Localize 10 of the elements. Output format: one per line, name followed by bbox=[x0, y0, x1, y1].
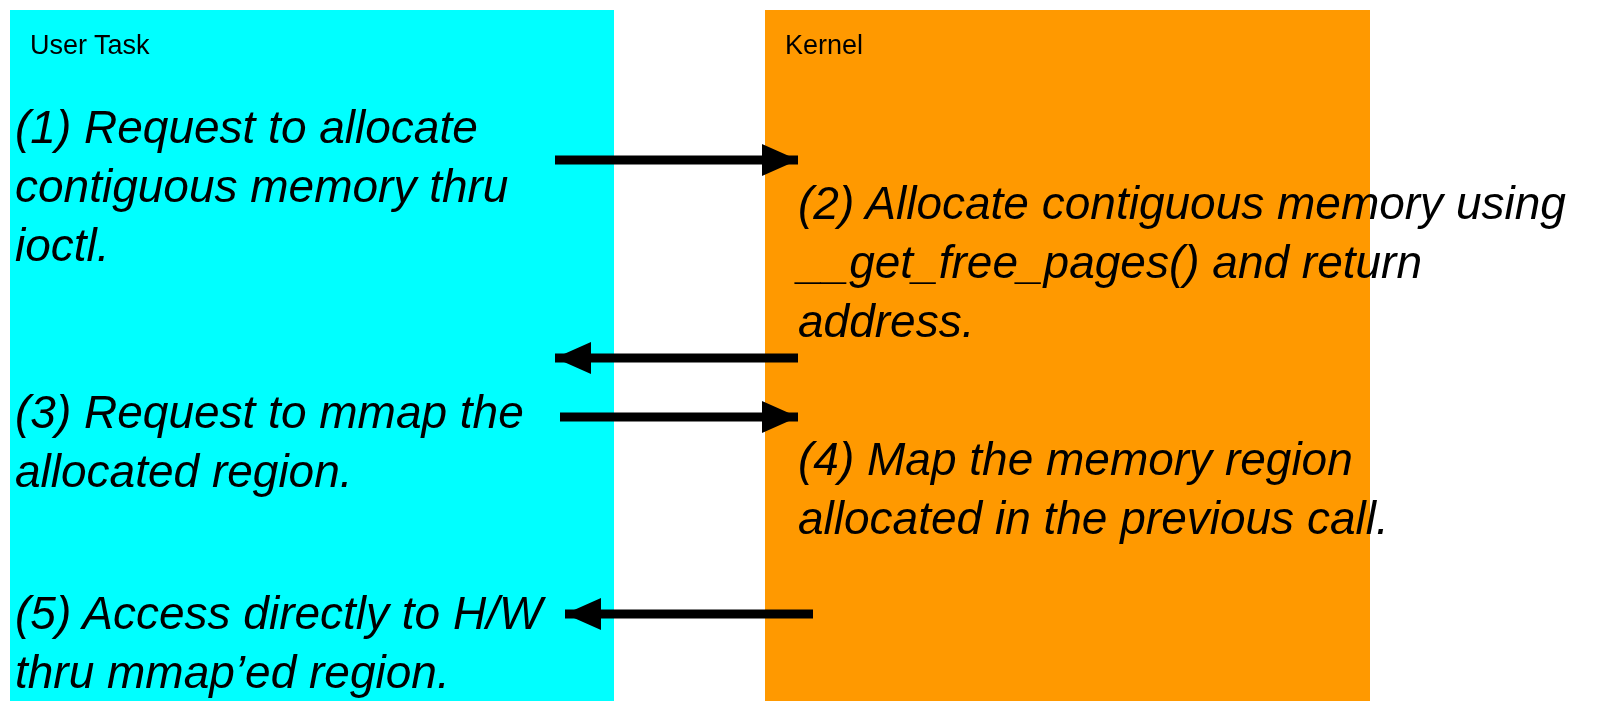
arrow bbox=[555, 144, 798, 176]
arrow bbox=[565, 598, 813, 630]
arrow bbox=[560, 401, 798, 433]
arrow bbox=[555, 342, 798, 374]
panel-heading: Kernel bbox=[785, 30, 864, 61]
step-text: (5) Access directly to H/W thru mmap’ed region. bbox=[15, 584, 565, 701]
step-text: (3) Request to mmap the allocated region. bbox=[15, 383, 560, 501]
panel bbox=[10, 10, 614, 701]
step-text: (1) Request to allocate contiguous memory thru ioctl. bbox=[15, 98, 555, 275]
panel-heading: User Task bbox=[30, 30, 150, 61]
